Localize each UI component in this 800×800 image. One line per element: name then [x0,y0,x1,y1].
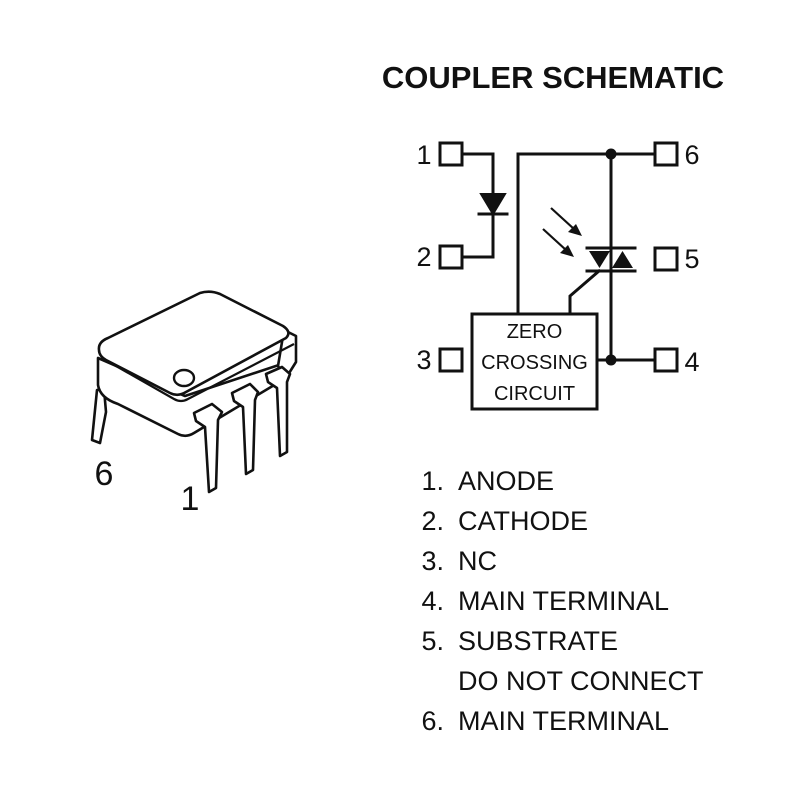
led-emitter [460,152,509,259]
package-pin-6-label: 6 [95,455,114,493]
legend-num-2: 2. [421,506,444,536]
triac-icon [568,246,637,316]
legend-text-3: NC [458,546,497,576]
pin-1-pad [438,141,464,167]
package-pin-1-label: 1 [181,480,200,518]
package-leg-3 [264,365,292,458]
legend-text-4: MAIN TERMINAL [458,586,669,616]
legend-text-6: MAIN TERMINAL [458,706,669,736]
pin-1-indicator-dot [172,368,196,388]
pin-4-pad [653,347,679,373]
pin-legend: 1. ANODE 2. CATHODE 3. NC 4. MAIN TERMIN… [421,466,703,736]
pin-2-label: 2 [416,242,431,272]
pin-3-label: 3 [416,345,431,375]
package-leg-2 [230,382,260,476]
package-leg-1 [192,402,224,494]
pin-6-label: 6 [684,140,699,170]
legend-text-5b: DO NOT CONNECT [458,666,704,696]
pin-5-pad [653,246,679,272]
legend-num-1: 1. [421,466,444,496]
light-arrows-icon [542,207,582,257]
zero-crossing-line-1: ZERO [507,321,563,343]
zero-crossing-line-3: CIRCUIT [494,383,575,405]
legend-text-1: ANODE [458,466,554,496]
schematic-title: COUPLER SCHEMATIC [382,60,724,95]
legend-text-5a: SUBSTRATE [458,626,618,656]
legend-num-3: 3. [421,546,444,576]
zero-crossing-line-2: CROSSING [481,352,588,374]
pin-1-label: 1 [416,140,431,170]
legend-num-6: 6. [421,706,444,736]
legend-text-2: CATHODE [458,506,588,536]
zero-crossing-circuit: ZERO CROSSING CIRCUIT [470,312,613,411]
pin-3-pad [438,347,464,373]
pin-4-label: 4 [684,347,699,377]
legend-num-4: 4. [421,586,444,616]
dip6-package-illustration [90,290,298,494]
pin-6-pad [653,141,679,167]
pin-5-label: 5 [684,244,699,274]
pin-2-pad [438,244,464,270]
main-terminal-rail [516,148,657,366]
legend-num-5: 5. [421,626,444,656]
